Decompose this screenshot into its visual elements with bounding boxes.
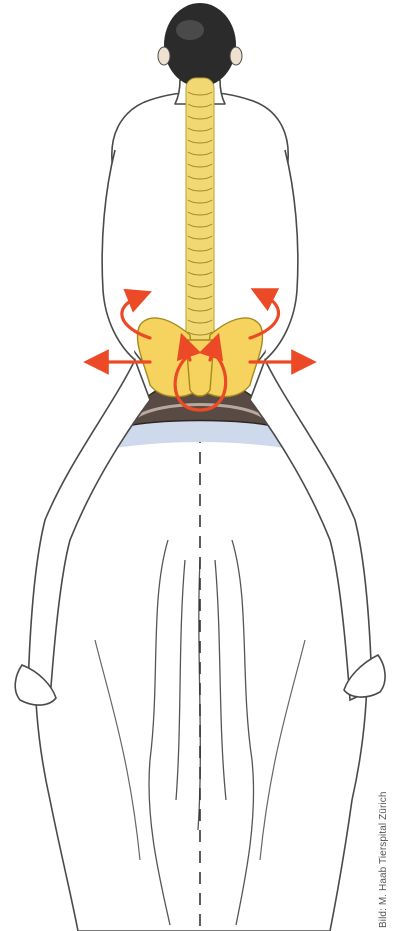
image-credit: Bild: M. Haab Tierspital Zürich <box>372 0 392 931</box>
rider-hair <box>164 3 236 87</box>
rider-left-ear <box>158 47 170 65</box>
pelvis-sacrum <box>186 340 214 396</box>
rider-spine <box>186 78 214 348</box>
image-credit-text: Bild: M. Haab Tierspital Zürich <box>378 792 389 928</box>
rider-right-ear <box>230 47 242 65</box>
rider-hair-shine <box>176 20 204 40</box>
rider-head <box>158 3 242 87</box>
